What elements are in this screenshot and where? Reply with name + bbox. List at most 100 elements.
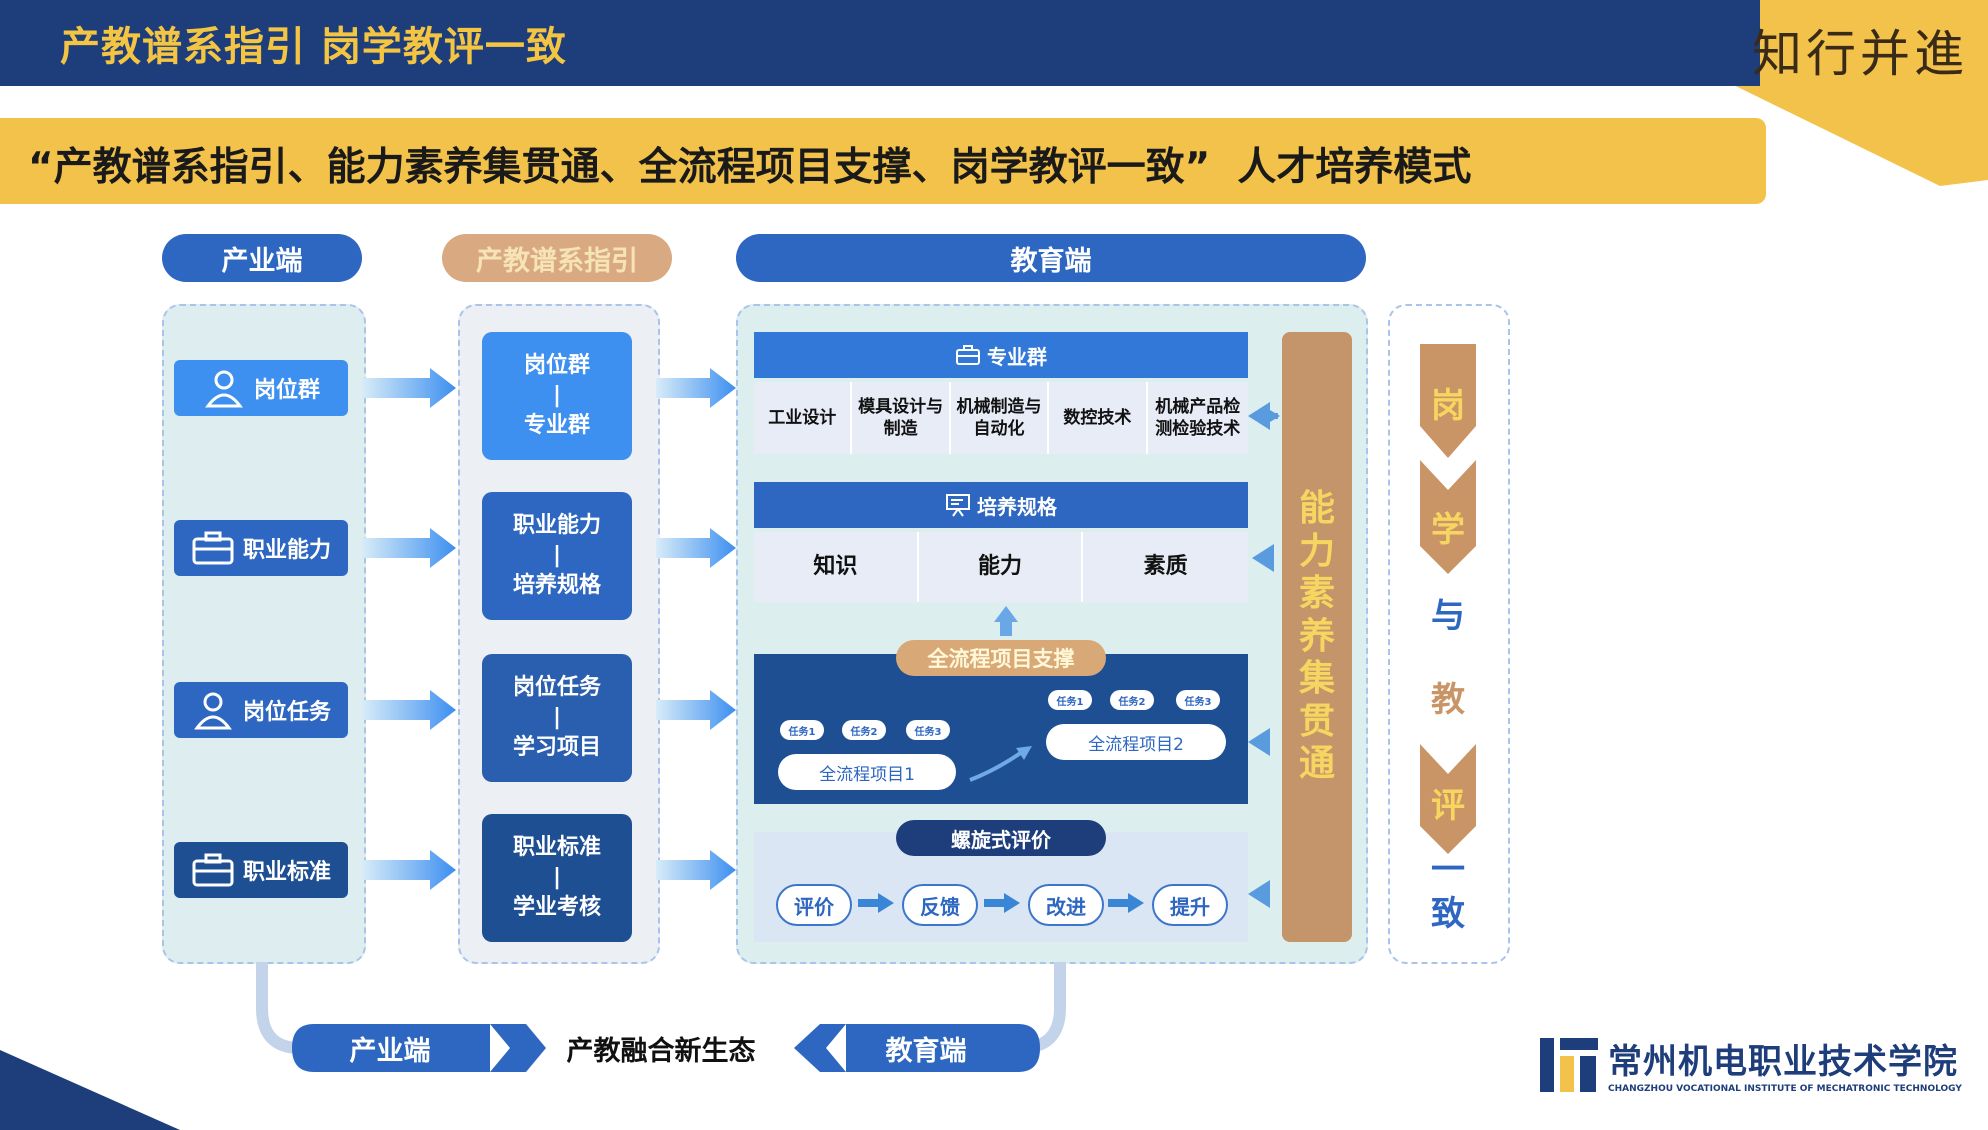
consistency-char: 一 bbox=[1431, 849, 1465, 890]
consistency-char: 学 bbox=[1431, 509, 1465, 550]
major-item: 模具设计与制造 bbox=[852, 382, 951, 454]
ability-char: 贯 bbox=[1298, 700, 1335, 742]
spectrum-item-sep: | bbox=[552, 865, 562, 891]
arrow-right-icon bbox=[984, 893, 1020, 913]
person-icon bbox=[194, 692, 232, 730]
spectrum-item-bottom: 培养规格 bbox=[512, 572, 601, 598]
spec-item-quality: 素质 bbox=[1083, 532, 1248, 602]
training-spec-title-bar: 培养规格 bbox=[754, 482, 1248, 528]
project2-task: 任务3 bbox=[1176, 690, 1220, 710]
project2-task: 任务2 bbox=[1110, 690, 1154, 710]
spectrum-header: 产教谱系指引 bbox=[442, 234, 672, 282]
ability-char: 养 bbox=[1298, 615, 1335, 657]
arrow-right-icon bbox=[362, 528, 456, 568]
spectrum-item-bottom: 学业考核 bbox=[512, 894, 601, 920]
bottom-left-navy-triangle bbox=[0, 1050, 180, 1130]
spectrum-item-bottom: 学习项目 bbox=[512, 734, 601, 760]
bottom-ecosystem-label: 产教融合新生态 bbox=[566, 1035, 756, 1067]
arrow-right-icon bbox=[656, 368, 736, 408]
ability-bar-arrows bbox=[1248, 402, 1280, 908]
spectrum-item-top: 岗位群 bbox=[523, 353, 590, 379]
spec-item-knowledge: 知识 bbox=[754, 532, 919, 602]
ability-chain-bar: 能 力 素 养 集 贯 通 bbox=[1282, 332, 1352, 942]
briefcase-icon bbox=[956, 345, 980, 365]
spectrum-item-sep: | bbox=[552, 383, 562, 409]
arrow-right-icon bbox=[362, 850, 456, 890]
arrow-right-icon bbox=[1252, 544, 1274, 572]
person-icon bbox=[205, 370, 243, 408]
project-support-title: 全流程项目支撑 bbox=[896, 640, 1106, 676]
eval-step-evaluate: 评价 bbox=[776, 884, 852, 926]
calligraphy-logo: 知行并進 bbox=[1752, 25, 1968, 83]
project1-task: 任务3 bbox=[906, 720, 950, 740]
left-to-mid-arrows bbox=[362, 368, 456, 890]
training-spec-title: 培养规格 bbox=[977, 494, 1057, 519]
spectrum-item-top: 职业能力 bbox=[512, 513, 601, 539]
industry-item-label: 职业能力 bbox=[242, 538, 331, 563]
consistency-char: 与 bbox=[1431, 595, 1465, 636]
briefcase-icon bbox=[192, 853, 234, 887]
eval-step-feedback: 反馈 bbox=[902, 884, 978, 926]
spectrum-item-sep: | bbox=[552, 705, 562, 731]
arrow-up-icon bbox=[994, 606, 1018, 636]
arrow-right-icon bbox=[656, 528, 736, 568]
arrow-left-icon bbox=[794, 1024, 846, 1072]
consistency-char: 岗 bbox=[1431, 385, 1465, 426]
spectrum-item-bottom: 专业群 bbox=[523, 412, 590, 438]
arrow-right-icon bbox=[858, 893, 894, 913]
industry-item-label: 岗位任务 bbox=[242, 700, 331, 725]
briefcase-icon bbox=[192, 531, 234, 565]
spectrum-item-2: 职业能力 | 培养规格 bbox=[482, 492, 632, 620]
page-title: 产教谱系指引 岗学教评一致 bbox=[60, 24, 567, 70]
presentation-icon bbox=[946, 494, 970, 517]
arrow-left-icon bbox=[1248, 880, 1270, 908]
project2-name: 全流程项目2 bbox=[1046, 724, 1226, 760]
spectrum-item-4: 职业标准 | 学业考核 bbox=[482, 814, 632, 942]
arrow-right-icon bbox=[656, 690, 736, 730]
bottom-flow-shapes bbox=[292, 1024, 1040, 1072]
major-item: 工业设计 bbox=[754, 382, 853, 454]
industry-item-job-task: 岗位任务 bbox=[174, 682, 348, 738]
bottom-education-label: 教育端 bbox=[885, 1035, 967, 1067]
banner bbox=[0, 118, 1766, 204]
spectrum-item-top: 职业标准 bbox=[512, 835, 601, 861]
eval-arrows bbox=[858, 893, 1144, 913]
consistency-chevrons bbox=[1420, 344, 1476, 854]
banner-text: “产教谱系指引、能力素养集贯通、全流程项目支撑、岗学教评一致” 人才培养模式 bbox=[28, 145, 1472, 190]
school-logo-icon bbox=[1540, 1038, 1598, 1092]
arrow-right-icon bbox=[362, 368, 456, 408]
spectrum-item-sep: | bbox=[552, 543, 562, 569]
consistency-char: 致 bbox=[1431, 893, 1465, 934]
industry-item-ability: 职业能力 bbox=[174, 520, 348, 576]
spectrum-item-3: 岗位任务 | 学习项目 bbox=[482, 654, 632, 782]
industry-item-label: 职业标准 bbox=[242, 860, 331, 885]
industry-item-job-group: 岗位群 bbox=[174, 360, 348, 416]
ability-char: 力 bbox=[1298, 530, 1335, 572]
consistency-char: 评 bbox=[1431, 785, 1465, 826]
project1-task: 任务2 bbox=[842, 720, 886, 740]
arrow-right-icon bbox=[656, 850, 736, 890]
ability-char: 集 bbox=[1298, 658, 1335, 700]
spectrum-item-top: 岗位任务 bbox=[512, 675, 601, 701]
bottom-industry-label: 产业端 bbox=[349, 1035, 431, 1067]
major-list: 工业设计 模具设计与制造 机械制造与自动化 数控技术 机械产品检测检验技术 bbox=[754, 382, 1248, 454]
arrow-right-icon bbox=[362, 690, 456, 730]
spectrum-item-1: 岗位群 | 专业群 bbox=[482, 332, 632, 460]
arrow-left-icon bbox=[1248, 402, 1270, 430]
header-bar bbox=[0, 0, 1760, 86]
industry-item-standard: 职业标准 bbox=[174, 842, 348, 898]
arrow-right-icon bbox=[1108, 893, 1144, 913]
eval-step-elevate: 提升 bbox=[1152, 884, 1228, 926]
project1-name: 全流程项目1 bbox=[778, 754, 956, 790]
spiral-evaluation-title: 螺旋式评价 bbox=[896, 820, 1106, 856]
school-name-cn: 常州机电职业技术学院 bbox=[1608, 1042, 1958, 1082]
school-name-en: CHANGZHOU VOCATIONAL INSTITUTE OF MECHAT… bbox=[1608, 1084, 1962, 1094]
arrow-right-icon bbox=[490, 1024, 546, 1072]
project1-task: 任务1 bbox=[780, 720, 824, 740]
major-item: 机械产品检测检验技术 bbox=[1147, 382, 1248, 454]
ability-char: 素 bbox=[1298, 573, 1335, 615]
consistency-char: 教 bbox=[1431, 679, 1465, 720]
major-group-title-bar: 专业群 bbox=[754, 332, 1248, 378]
industry-header: 产业端 bbox=[162, 234, 362, 282]
